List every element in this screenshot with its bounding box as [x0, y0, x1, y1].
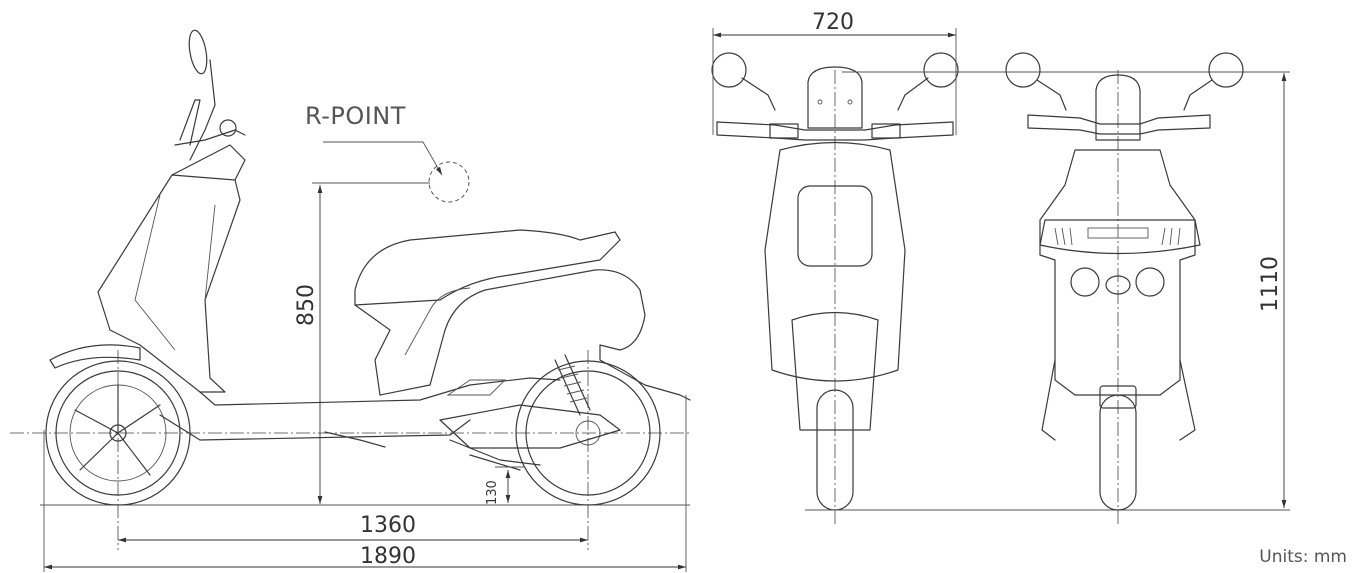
front-view: 720 [711, 10, 1290, 525]
seat-height-dimension: 850 [294, 182, 430, 504]
side-view: R-POINT 850 130 1360 1890 [10, 29, 691, 572]
ground-clearance-dimension: 130 [485, 466, 525, 505]
overall-height-dimension: 1110 [1258, 73, 1287, 508]
overall-length-dimension: 1890 [43, 395, 687, 572]
handlebar-width-dimension: 720 [712, 10, 957, 135]
units-label: Units: mm [1259, 547, 1347, 567]
rear-view: 1110 [842, 52, 1290, 525]
r-point-marker: R-POINT [305, 102, 470, 203]
seat-height-value: 850 [294, 284, 319, 326]
ground-clearance-value: 130 [485, 480, 500, 505]
wheelbase-value: 1360 [360, 513, 416, 538]
wheelbase-dimension: 1360 [118, 513, 588, 543]
handlebar-width-value: 720 [812, 10, 854, 35]
r-point-label: R-POINT [305, 102, 406, 130]
overall-length-value: 1890 [360, 544, 416, 569]
overall-height-value: 1110 [1258, 256, 1283, 312]
scooter-body [49, 29, 691, 471]
